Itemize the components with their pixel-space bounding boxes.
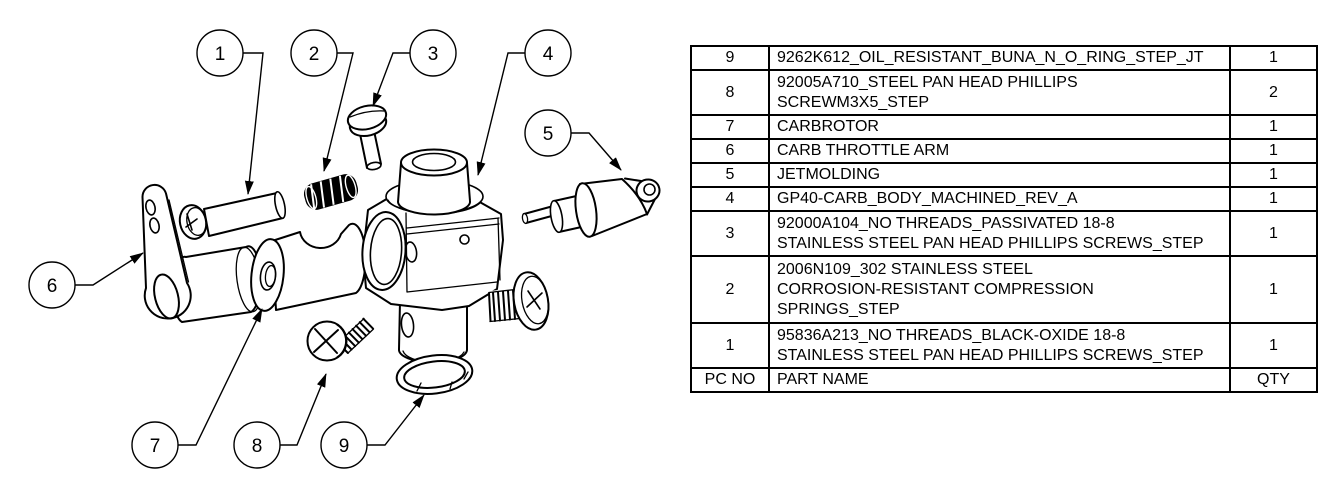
part-name-cell: CARB THROTTLE ARM xyxy=(768,138,1231,164)
part-name-cell: 92005A710_STEEL PAN HEAD PHILLIPS SCREWM… xyxy=(768,69,1231,116)
balloon-7: 7 xyxy=(131,421,179,469)
balloon-3-label: 3 xyxy=(428,44,439,65)
balloon-1-label: 1 xyxy=(215,44,226,65)
bom-row: 3 92000A104_NO THREADS_PASSIVATED 18-8 S… xyxy=(690,210,1318,257)
balloon-5-label: 5 xyxy=(543,124,554,145)
balloon-9-label: 9 xyxy=(339,436,350,457)
qty-cell: 1 xyxy=(1229,162,1318,188)
part-3-pan-head-screw-short xyxy=(346,104,388,171)
leader-line-1 xyxy=(243,52,264,195)
balloon-4: 4 xyxy=(524,29,572,77)
part-name-cell: 95836A213_NO THREADS_BLACK-OXIDE 18-8 ST… xyxy=(768,322,1231,369)
leader-line-5 xyxy=(571,132,622,171)
leader-line-3 xyxy=(372,52,410,107)
part-4-carb-body xyxy=(361,148,504,364)
part-5-jet-molding xyxy=(521,177,661,238)
qty-cell: 1 xyxy=(1229,138,1318,164)
bom-table: 9 9262K612_OIL_RESISTANT_BUNA_N_O_RING_S… xyxy=(690,45,1318,393)
balloon-3: 3 xyxy=(409,29,457,77)
leader-line-8 xyxy=(280,373,327,446)
leader-lines xyxy=(75,52,622,446)
leader-line-7 xyxy=(178,308,263,446)
part-name-cell: 2006N109_302 STAINLESS STEEL CORROSION-R… xyxy=(768,255,1231,324)
pc-no-cell: 2 xyxy=(690,255,770,324)
balloon-1: 1 xyxy=(196,29,244,77)
bom-header-row: PC NO PART NAME QTY xyxy=(690,367,1318,393)
pc-no-cell: 6 xyxy=(690,138,770,164)
qty-cell: 1 xyxy=(1229,114,1318,140)
part-9-o-ring xyxy=(395,354,474,395)
part-name-header: PART NAME xyxy=(768,367,1231,393)
balloon-6: 6 xyxy=(28,261,76,309)
balloon-6-label: 6 xyxy=(47,276,58,297)
pc-no-cell: 7 xyxy=(690,114,770,140)
qty-cell: 1 xyxy=(1229,45,1318,71)
balloon-4-label: 4 xyxy=(543,44,554,65)
pc-no-cell: 1 xyxy=(690,322,770,369)
balloon-2: 2 xyxy=(290,29,338,77)
part-7-carb-rotor xyxy=(250,222,367,312)
leader-line-2 xyxy=(322,52,354,172)
balloon-5: 5 xyxy=(524,109,572,157)
qty-cell: 2 xyxy=(1229,69,1318,116)
pc-no-cell: 4 xyxy=(690,186,770,212)
part-name-cell: CARBROTOR xyxy=(768,114,1231,140)
bom-row: 2 2006N109_302 STAINLESS STEEL CORROSION… xyxy=(690,255,1318,324)
pc-no-cell: 5 xyxy=(690,162,770,188)
qty-cell: 1 xyxy=(1229,186,1318,212)
part-name-cell: JETMOLDING xyxy=(768,162,1231,188)
bom-row: 1 95836A213_NO THREADS_BLACK-OXIDE 18-8 … xyxy=(690,322,1318,369)
part-name-cell: GP40-CARB_BODY_MACHINED_REV_A xyxy=(768,186,1231,212)
pc-no-cell: 3 xyxy=(690,210,770,257)
leader-line-6 xyxy=(75,252,144,286)
qty-cell: 1 xyxy=(1229,210,1318,257)
balloon-7-label: 7 xyxy=(150,436,161,457)
leader-line-4 xyxy=(476,52,525,176)
qty-cell: 1 xyxy=(1229,255,1318,324)
part-name-cell: 92000A104_NO THREADS_PASSIVATED 18-8 STA… xyxy=(768,210,1231,257)
balloon-8: 8 xyxy=(233,421,281,469)
part-8-pan-head-screw-right xyxy=(488,271,550,331)
pc-no-header: PC NO xyxy=(690,367,770,393)
pc-no-cell: 9 xyxy=(690,45,770,71)
bom-row: 4 GP40-CARB_BODY_MACHINED_REV_A 1 xyxy=(690,186,1318,212)
leader-line-9 xyxy=(367,394,425,446)
bom-row: 6 CARB THROTTLE ARM 1 xyxy=(690,138,1318,164)
bom-row: 5 JETMOLDING 1 xyxy=(690,162,1318,188)
bom-row: 9 9262K612_OIL_RESISTANT_BUNA_N_O_RING_S… xyxy=(690,45,1318,71)
part-6-carb-throttle-arm xyxy=(141,183,262,323)
pc-no-cell: 8 xyxy=(690,69,770,116)
part-name-cell: 9262K612_OIL_RESISTANT_BUNA_N_O_RING_STE… xyxy=(768,45,1231,71)
bom-row: 8 92005A710_STEEL PAN HEAD PHILLIPS SCRE… xyxy=(690,69,1318,116)
bom-row: 7 CARBROTOR 1 xyxy=(690,114,1318,140)
exploded-assembly-diagram: 1 2 3 4 5 6 7 8 9 xyxy=(28,29,661,469)
qty-header: QTY xyxy=(1229,367,1318,393)
balloon-8-label: 8 xyxy=(252,436,263,457)
part-1-pan-head-screw-long xyxy=(178,190,287,240)
balloon-2-label: 2 xyxy=(309,44,320,65)
part-8-pan-head-screw-left xyxy=(306,317,375,362)
qty-cell: 1 xyxy=(1229,322,1318,369)
part-2-compression-spring xyxy=(303,174,359,211)
balloon-9: 9 xyxy=(320,421,368,469)
